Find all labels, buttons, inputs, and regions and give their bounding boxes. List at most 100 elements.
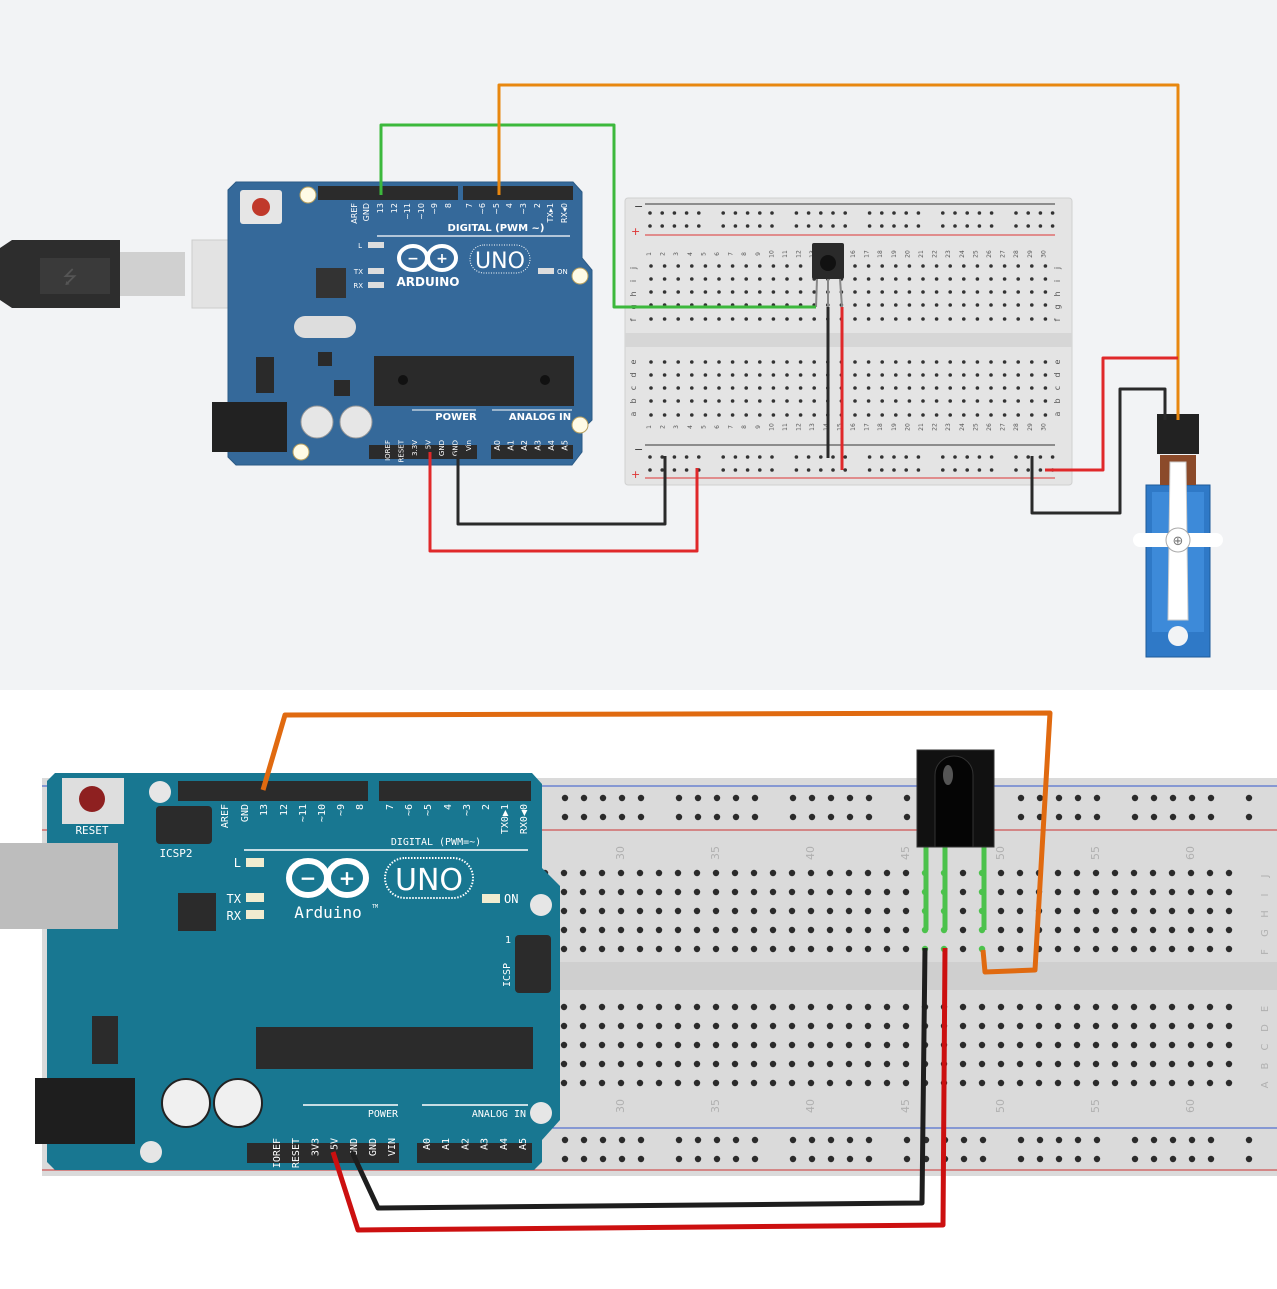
hole[interactable]	[1073, 869, 1081, 877]
hole[interactable]	[674, 869, 682, 877]
rail-hole[interactable]	[648, 224, 652, 228]
hole[interactable]	[798, 317, 803, 321]
hole[interactable]	[617, 869, 625, 877]
hole[interactable]	[864, 907, 872, 915]
rail-hole[interactable]	[867, 468, 872, 472]
rail-hole[interactable]	[1131, 1136, 1139, 1144]
rail-hole[interactable]	[758, 455, 762, 459]
rail-hole[interactable]	[989, 224, 994, 228]
hole[interactable]	[845, 945, 853, 953]
hole[interactable]	[579, 1079, 587, 1087]
hole[interactable]	[866, 360, 871, 364]
hole[interactable]	[788, 888, 796, 896]
rail-hole[interactable]	[1150, 1136, 1158, 1144]
hole[interactable]	[1225, 1003, 1233, 1011]
hole[interactable]	[676, 386, 680, 390]
hole[interactable]	[978, 1060, 986, 1068]
hole[interactable]	[866, 290, 871, 294]
hole[interactable]	[703, 317, 708, 321]
hole[interactable]	[883, 1003, 891, 1011]
hole[interactable]	[807, 869, 815, 877]
hole[interactable]	[975, 360, 980, 364]
rail-hole[interactable]	[843, 455, 847, 459]
hole[interactable]	[1054, 869, 1062, 877]
rail-hole[interactable]	[831, 468, 835, 472]
rail-hole[interactable]	[843, 468, 847, 472]
hole[interactable]	[866, 386, 871, 390]
hole[interactable]	[1206, 926, 1214, 934]
hole[interactable]	[717, 290, 721, 294]
hole[interactable]	[807, 1079, 815, 1087]
hole[interactable]	[649, 373, 653, 377]
hole[interactable]	[712, 907, 720, 915]
hole[interactable]	[921, 303, 925, 307]
hole[interactable]	[1054, 1003, 1062, 1011]
hole[interactable]	[1225, 888, 1233, 896]
hole[interactable]	[731, 1060, 739, 1068]
hole[interactable]	[934, 303, 939, 307]
hole[interactable]	[560, 907, 568, 915]
hole[interactable]	[1073, 1060, 1081, 1068]
wire-power-rail[interactable]	[428, 452, 699, 553]
hole[interactable]	[662, 373, 667, 377]
hole[interactable]	[1002, 360, 1007, 364]
rail-hole[interactable]	[758, 468, 762, 472]
rail-hole[interactable]	[989, 468, 994, 472]
hole[interactable]	[771, 413, 776, 417]
hole[interactable]	[712, 1041, 720, 1049]
hole[interactable]	[579, 1060, 587, 1068]
rail-hole[interactable]	[770, 468, 774, 472]
rail-hole[interactable]	[648, 468, 652, 472]
hole[interactable]	[693, 1079, 701, 1087]
hole[interactable]	[785, 413, 789, 417]
rail-hole[interactable]	[808, 813, 816, 821]
hole[interactable]	[853, 373, 857, 377]
hole[interactable]	[907, 373, 912, 377]
hole[interactable]	[717, 399, 721, 403]
rail-hole[interactable]	[827, 813, 835, 821]
hole[interactable]	[845, 888, 853, 896]
hole[interactable]	[1092, 1041, 1100, 1049]
rail-hole[interactable]	[758, 211, 762, 215]
hole[interactable]	[1206, 888, 1214, 896]
rail-hole[interactable]	[618, 813, 626, 821]
rail-hole[interactable]	[1131, 1155, 1139, 1163]
hole[interactable]	[690, 413, 694, 417]
rail-hole[interactable]	[1026, 468, 1030, 472]
hole[interactable]	[560, 1003, 568, 1011]
rail-hole[interactable]	[733, 224, 738, 228]
hole[interactable]	[1043, 373, 1048, 377]
hole[interactable]	[560, 1022, 568, 1030]
hole[interactable]	[1073, 926, 1081, 934]
hole[interactable]	[579, 1022, 587, 1030]
hole[interactable]	[703, 277, 708, 281]
hole[interactable]	[902, 1041, 910, 1049]
rail-hole[interactable]	[684, 468, 689, 472]
hole[interactable]	[662, 277, 667, 281]
hole[interactable]	[662, 413, 667, 417]
hole[interactable]	[560, 1060, 568, 1068]
hole[interactable]	[1002, 399, 1007, 403]
rail-hole[interactable]	[1036, 1155, 1044, 1163]
rail-hole[interactable]	[904, 455, 908, 459]
hole[interactable]	[771, 386, 776, 390]
hole[interactable]	[812, 317, 816, 321]
hole[interactable]	[1043, 360, 1048, 364]
hole[interactable]	[894, 303, 898, 307]
hole[interactable]	[730, 290, 735, 294]
hole[interactable]	[894, 399, 898, 403]
hole[interactable]	[750, 869, 758, 877]
rail-hole[interactable]	[732, 794, 740, 802]
hole[interactable]	[864, 1022, 872, 1030]
hole[interactable]	[934, 399, 939, 403]
rail-hole[interactable]	[846, 1155, 854, 1163]
hole[interactable]	[880, 277, 884, 281]
hole[interactable]	[1030, 413, 1034, 417]
hole[interactable]	[1092, 907, 1100, 915]
hole[interactable]	[880, 264, 884, 268]
hole[interactable]	[798, 413, 803, 417]
rail-hole[interactable]	[745, 224, 750, 228]
hole[interactable]	[662, 264, 667, 268]
hole[interactable]	[731, 1003, 739, 1011]
